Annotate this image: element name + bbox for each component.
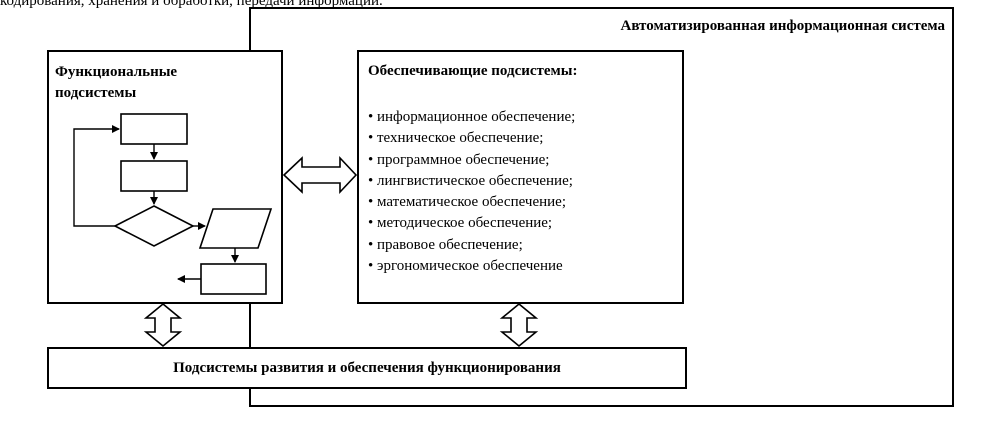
ais-title: Автоматизированная информационная систем… <box>620 18 946 34</box>
double-arrow-vertical-left <box>143 302 183 348</box>
flowchart-connectors <box>73 125 239 283</box>
supporting-item: • эргономическое обеспечение <box>368 258 563 275</box>
flowchart <box>113 113 273 295</box>
supporting-item: • информационное обеспечение; <box>368 109 576 125</box>
flowchart-process-box-3 <box>200 263 267 295</box>
flowchart-process-box-1 <box>120 113 188 145</box>
functional-title-line-2: подсистемы <box>55 85 137 101</box>
flowchart-io-parallelogram <box>198 208 273 249</box>
supporting-item: • методическое обеспечение; <box>368 215 553 232</box>
development-subsystems-label: Подсистемы развития и обеспечения функци… <box>173 359 561 376</box>
supporting-subsystems-box <box>357 50 684 304</box>
flowchart-process-box-2 <box>120 160 188 192</box>
supporting-item: • математическое обеспечение; <box>368 194 566 211</box>
previous-text-fragment: кодирования, хранения и обработки, перед… <box>0 0 383 8</box>
flowchart-decision-diamond <box>113 205 195 247</box>
double-arrow-vertical-right <box>499 302 539 348</box>
supporting-subsystems-list: • информационное обеспечение; • техничес… <box>368 107 575 277</box>
supporting-subsystems-title: Обеспечивающие подсистемы: <box>368 63 578 79</box>
supporting-item: • программное обеспечение; <box>368 151 550 168</box>
double-arrow-horizontal <box>282 155 358 195</box>
supporting-item: • техническое обеспечение; <box>368 130 544 147</box>
supporting-item: • лингвистическое обеспечение; <box>368 172 573 189</box>
functional-title-line-1: Функциональные <box>55 64 178 80</box>
connector-loop-back <box>73 125 120 227</box>
development-subsystems-box: Подсистемы развития и обеспечения функци… <box>47 347 687 389</box>
supporting-item: • правовое обеспечение; <box>368 236 523 253</box>
functional-subsystems-title: Функциональные подсистемы <box>55 62 255 104</box>
